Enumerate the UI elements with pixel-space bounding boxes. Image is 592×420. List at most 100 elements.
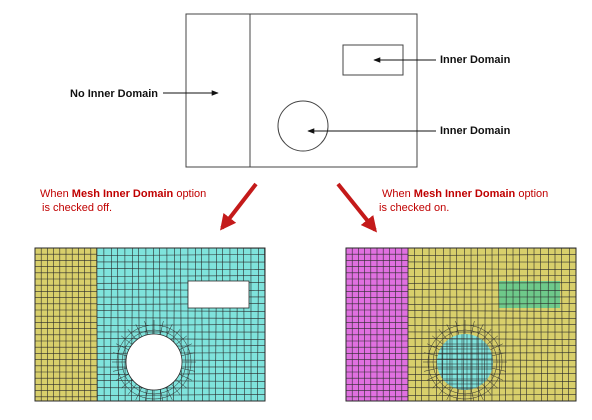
mesh-line [180, 248, 182, 401]
mesh-line [407, 352, 576, 354]
mesh-line [446, 387, 454, 400]
mesh-line [96, 254, 265, 256]
mesh-line [181, 367, 196, 372]
mesh-line [407, 310, 576, 312]
mesh-inner-domain-on [346, 248, 576, 401]
mesh-line [482, 329, 492, 341]
mesh-line [407, 282, 576, 284]
mesh-inner-domain-off [35, 248, 265, 401]
mesh-line [96, 394, 265, 396]
mesh-line [171, 383, 181, 395]
mesh-line [421, 248, 423, 401]
mesh-grid-right [346, 248, 576, 401]
mesh-line [432, 335, 444, 345]
mesh-line [490, 343, 503, 351]
label-inner-domain-circle: Inner Domain [440, 125, 511, 137]
red-arrow-left [220, 182, 258, 231]
mesh-line [96, 352, 265, 354]
mesh-region-cyan-circle [437, 334, 493, 390]
mesh-line [427, 373, 440, 381]
mesh-line [96, 380, 265, 382]
mesh-line [121, 335, 133, 345]
mesh-line [159, 320, 164, 335]
mesh-line [463, 248, 465, 401]
mesh-line [116, 373, 129, 381]
mesh-left-border [34, 247, 266, 402]
mesh-line [407, 317, 576, 319]
mesh-line [112, 367, 127, 372]
mesh-hole-circle [125, 333, 183, 391]
mesh-line [165, 324, 173, 337]
mesh-line [96, 275, 265, 277]
mesh-line [96, 268, 265, 270]
mesh-line [486, 335, 498, 345]
mesh-line [171, 329, 181, 341]
mesh-line [519, 248, 521, 401]
domain-schematic: No Inner Domain Inner Domain Inner Domai… [70, 13, 511, 168]
mesh-line [96, 324, 265, 326]
mesh-line [490, 373, 503, 381]
mesh-line [414, 248, 416, 401]
mesh-line [165, 387, 173, 400]
mesh-line [407, 275, 576, 277]
note-right-line2: is checked on. [379, 202, 449, 214]
mesh-line [135, 324, 143, 337]
mesh-line [407, 289, 576, 291]
mesh-line [407, 373, 576, 375]
mesh-line [482, 383, 492, 395]
mesh-line [96, 345, 265, 347]
red-arrow-right [336, 182, 378, 233]
mesh-line [110, 248, 112, 401]
label-no-inner-domain: No Inner Domain [70, 88, 158, 100]
note-left-line2: is checked off. [42, 202, 112, 214]
mesh-line [121, 379, 133, 389]
mesh-line [127, 329, 137, 341]
mesh-line [407, 268, 576, 270]
mesh-line [423, 367, 438, 372]
mesh-line [486, 379, 498, 389]
outer-domain-outline [185, 13, 418, 168]
mesh-line [407, 345, 576, 347]
mesh-line [175, 335, 187, 345]
mesh-hole-rect [187, 280, 250, 309]
mesh-line [117, 248, 119, 401]
label-inner-domain-rect: Inner Domain [440, 54, 511, 66]
mesh-line [407, 380, 576, 382]
mesh-line [175, 379, 187, 389]
inner-domain-circle-outline [277, 100, 329, 152]
mesh-line [407, 303, 576, 305]
mesh-line [201, 248, 203, 401]
mesh-line [112, 352, 127, 357]
mesh-line [407, 324, 576, 326]
mesh-line [435, 248, 437, 401]
mesh-line [477, 248, 479, 401]
mesh-line [407, 394, 576, 396]
mesh-line [438, 383, 448, 395]
mesh-line [96, 310, 265, 312]
mesh-line [492, 352, 507, 357]
mesh-ring-right [423, 320, 507, 401]
mesh-line [116, 343, 129, 351]
note-left-line1: When Mesh Inner Domain option [40, 188, 206, 200]
mesh-line [407, 254, 576, 256]
mesh-line [476, 324, 484, 337]
mesh-ring-left [112, 320, 196, 401]
mesh-line [456, 248, 458, 401]
mesh-line [179, 343, 192, 351]
mesh-line [423, 352, 438, 357]
mesh-line [96, 248, 98, 401]
mesh-line [446, 324, 454, 337]
mesh-line [455, 320, 460, 335]
mesh-line [505, 248, 507, 401]
mesh-line [470, 320, 475, 335]
mesh-line [427, 343, 440, 351]
mesh-line [194, 248, 196, 401]
mesh-line [407, 387, 576, 389]
mesh-line [432, 379, 444, 389]
mesh-line [438, 329, 448, 341]
mesh-line [179, 373, 192, 381]
mesh-line [484, 248, 486, 401]
mesh-line [96, 317, 265, 319]
note-right-line1: When Mesh Inner Domain option [382, 188, 548, 200]
